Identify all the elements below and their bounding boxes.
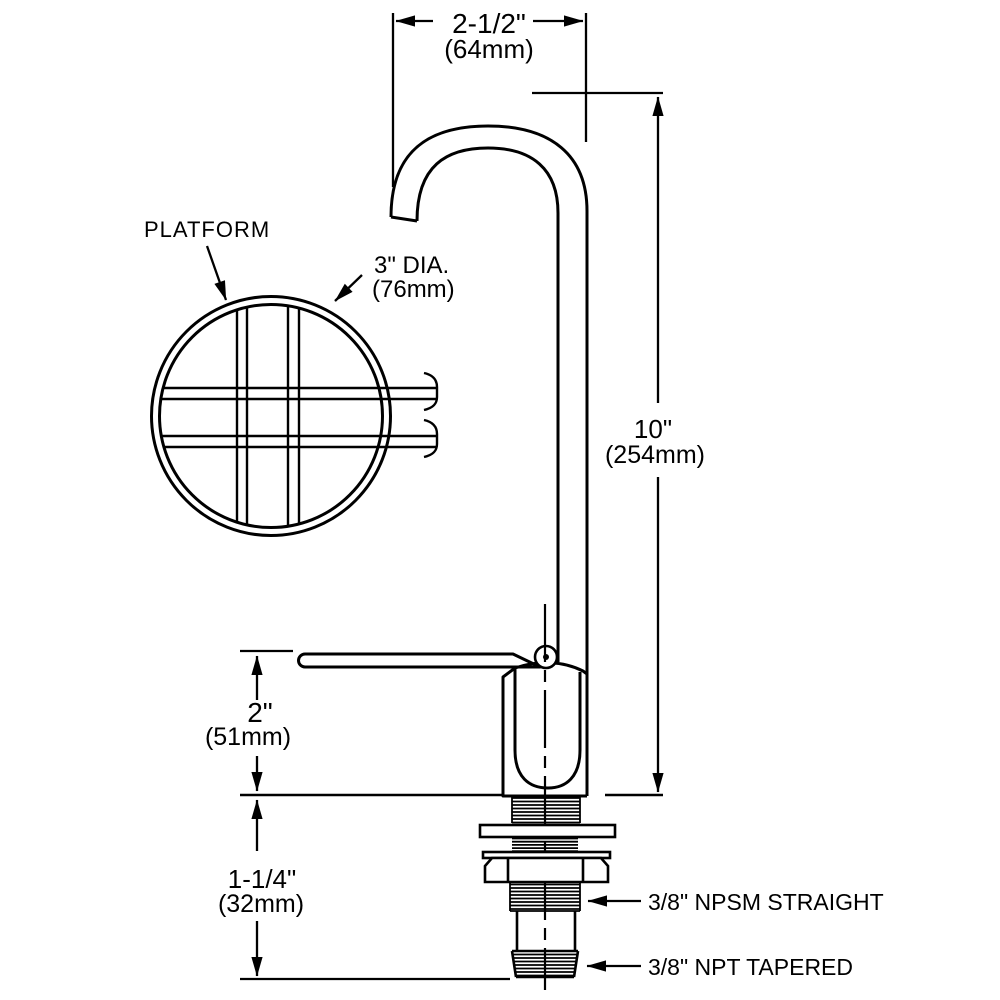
hex-locknut	[483, 856, 610, 884]
platform-inner-ring	[158, 303, 384, 529]
shank-threads-middle	[512, 837, 578, 853]
dim-overall-height-imperial: 10"	[634, 414, 672, 444]
platform-outer-ring	[150, 295, 392, 537]
spout-inner-edge	[415, 146, 560, 662]
dim-spout-width-imperial: 2-1/2"	[452, 8, 526, 39]
spout-outlet	[390, 215, 418, 223]
flat-washer	[478, 823, 617, 839]
shank-threads-upper	[511, 797, 581, 824]
npsm-thread-section	[509, 883, 581, 912]
callout-arrow-diameter	[334, 274, 363, 302]
mounting-shank	[478, 797, 617, 979]
platform-bar-break-lower	[423, 418, 439, 459]
platform-grate-bars	[161, 306, 436, 526]
dim-body-height-metric: (51mm)	[205, 723, 291, 751]
dim-platform-diameter-metric: (76mm)	[372, 276, 455, 303]
dim-body-height-imperial: 2"	[247, 697, 273, 728]
platform-detail	[150, 295, 439, 537]
faucet-handle	[297, 652, 542, 669]
body-inner-cartridge	[513, 669, 582, 790]
dim-shank-length-imperial: 1-1/4"	[228, 864, 297, 894]
shank-smooth-section	[515, 911, 577, 951]
label-platform: PLATFORM	[144, 217, 270, 242]
dim-overall-height-metric: (254mm)	[605, 441, 705, 469]
dimension-lines	[205, 13, 664, 981]
label-npt-thread: 3/8" NPT TAPERED	[648, 954, 853, 980]
callout-arrow-platform	[205, 245, 228, 301]
label-npsm-thread: 3/8" NPSM STRAIGHT	[648, 889, 884, 915]
labels: 2-1/2" (64mm) 10" (254mm) 2" (51mm) 1-1/…	[144, 8, 884, 980]
spout-outer-edge	[389, 124, 589, 796]
npt-taper-outline	[510, 949, 580, 979]
dim-spout-width-metric: (64mm)	[444, 34, 534, 64]
hex-locknut-facets	[506, 858, 585, 882]
faucet-outline	[297, 124, 589, 990]
dim-platform-diameter-imperial: 3" DIA.	[374, 252, 449, 279]
dim-shank-length-metric: (32mm)	[218, 890, 304, 918]
platform-bar-break-upper	[423, 371, 439, 412]
npt-taper-threads	[513, 953, 577, 977]
